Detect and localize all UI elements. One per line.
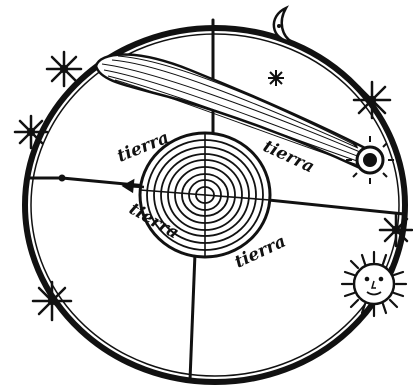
divider-knob (59, 175, 66, 182)
star-icon-right (380, 214, 412, 246)
earth-globe (140, 133, 270, 257)
star-icon-upper-left (47, 52, 81, 86)
star-icon-upper-right (354, 82, 390, 118)
star-icon-left (15, 116, 47, 148)
star-icon-lower-left (33, 282, 71, 320)
small-star-icon (268, 70, 284, 86)
sun-face-icon (342, 252, 406, 316)
